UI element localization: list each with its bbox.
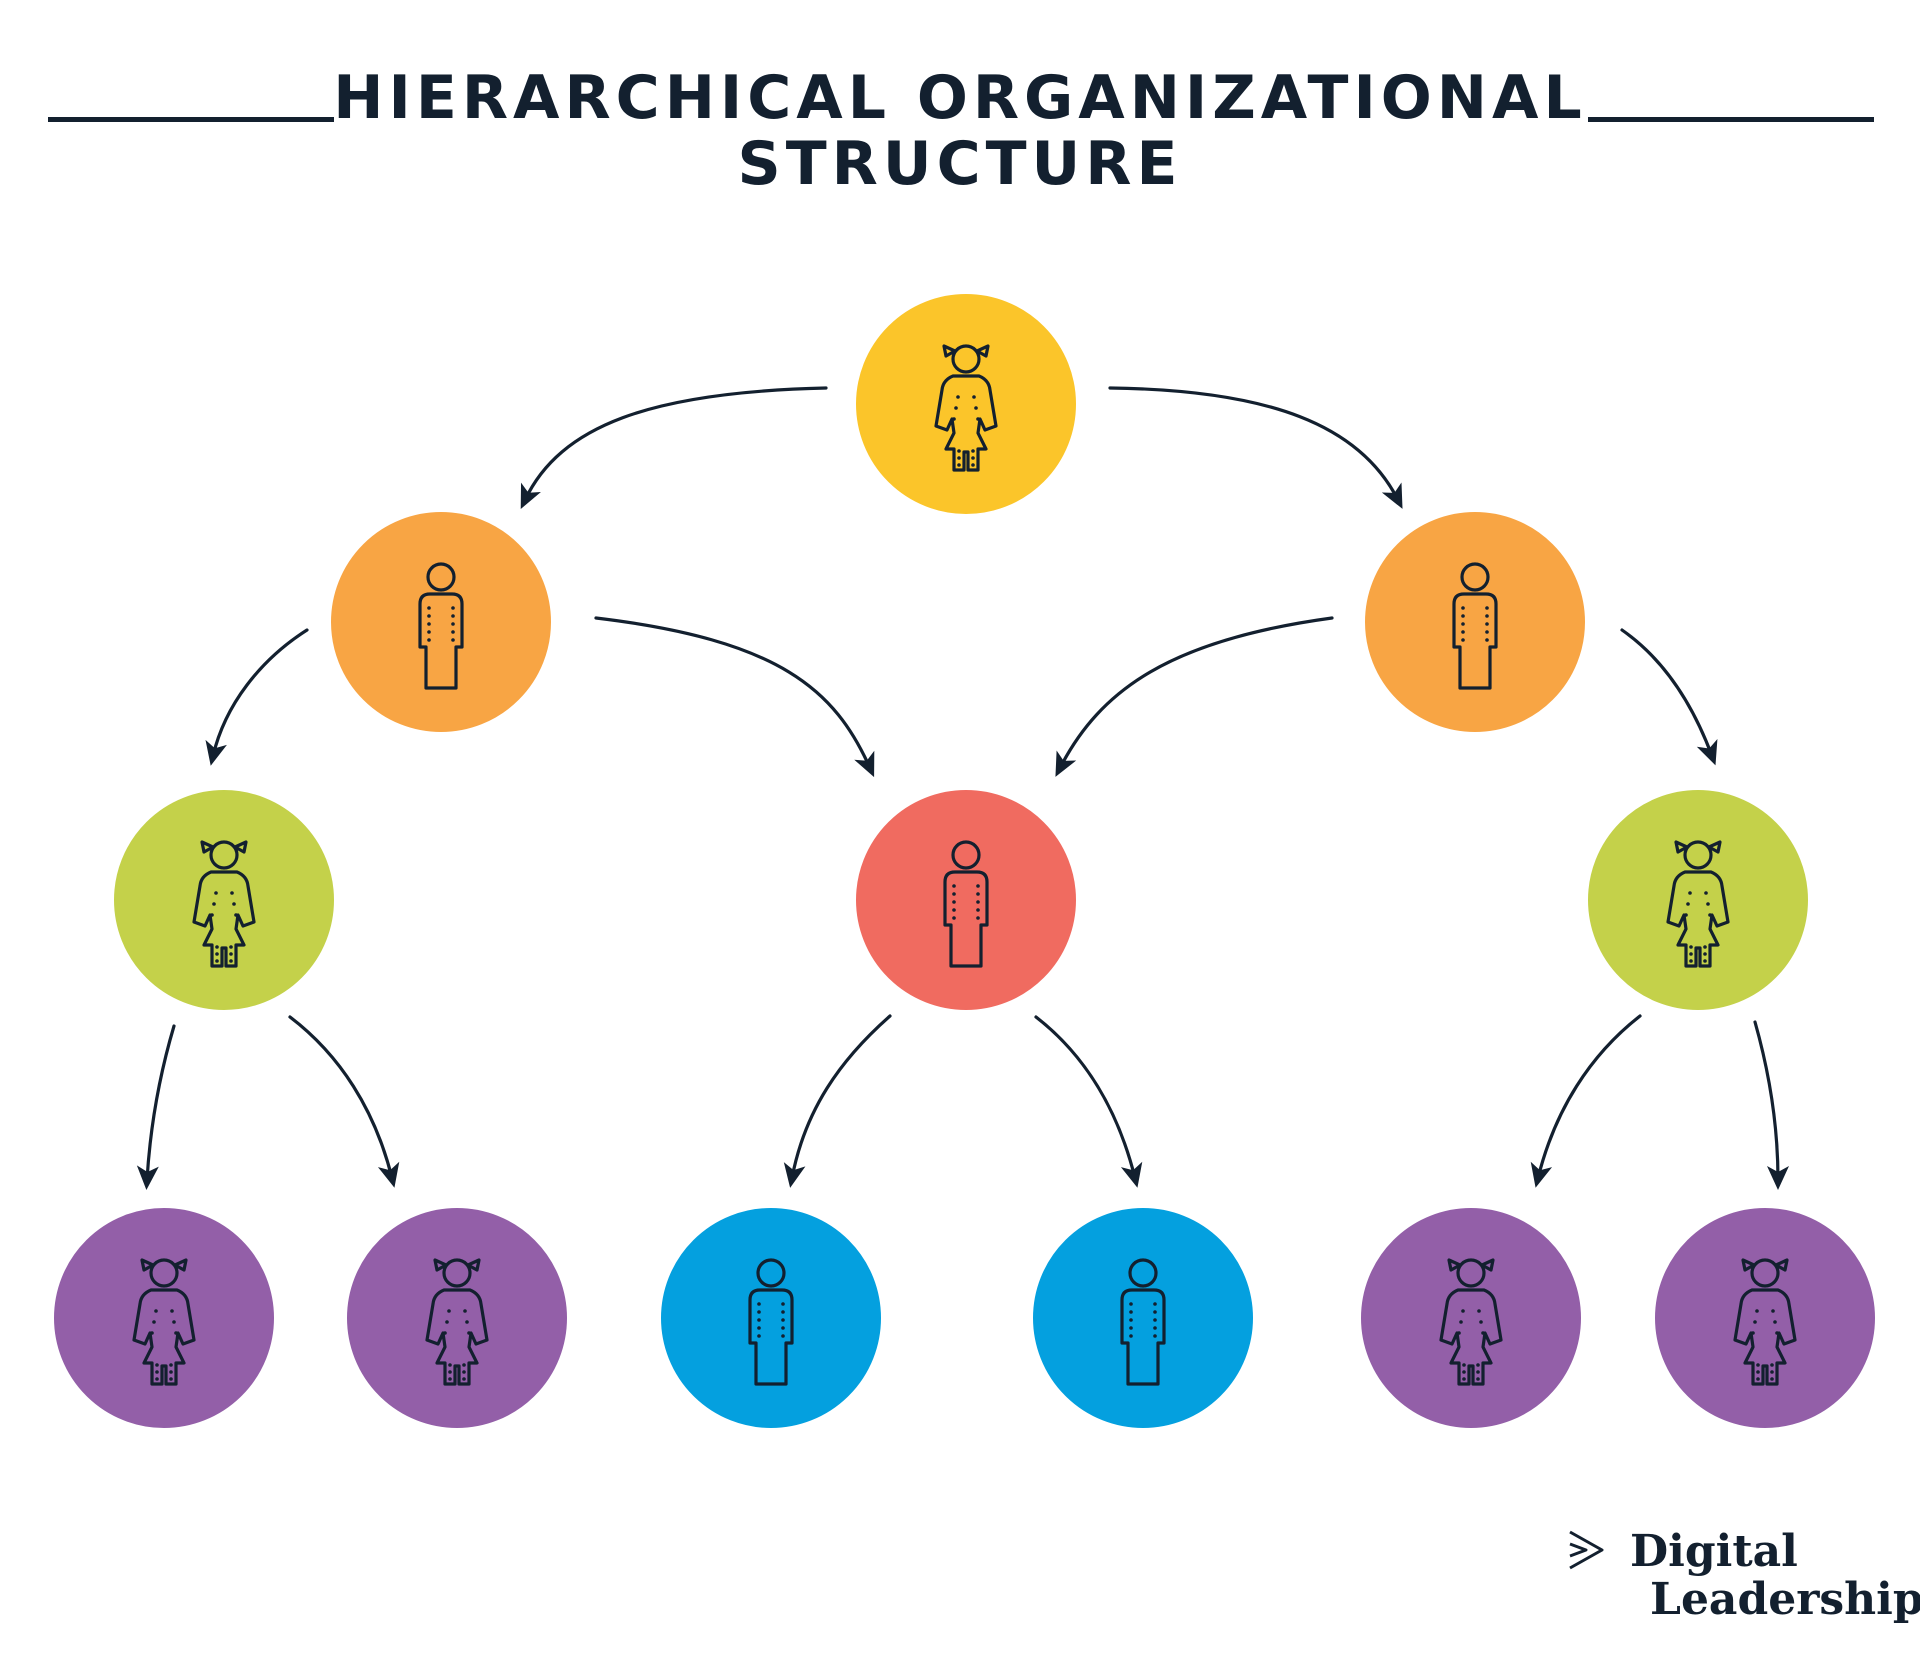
arrowhead-icon — [783, 1162, 806, 1188]
female-icon — [1666, 840, 1730, 968]
node-circle — [1586, 788, 1810, 1012]
org-node-n5 — [1586, 788, 1810, 1012]
title-line-1: HIERARCHICAL ORGANIZATIONAL — [333, 63, 1587, 133]
org-node-n3 — [112, 788, 336, 1012]
org-node-n2 — [1363, 510, 1587, 734]
brand-name-line-1: Digital — [1630, 1526, 1798, 1577]
arrowhead-icon — [136, 1165, 159, 1190]
node-circle — [112, 788, 336, 1012]
org-node-n10 — [1359, 1206, 1583, 1430]
org-node-n9 — [1031, 1206, 1255, 1430]
brand-name-line-2: Leadership — [1650, 1574, 1920, 1625]
arrowhead-icon — [1696, 739, 1718, 766]
arrowhead-icon — [1381, 482, 1403, 509]
edge-n4-n9 — [1034, 1015, 1143, 1188]
male-icon — [1120, 1258, 1166, 1386]
edge-n5-n11 — [1753, 1020, 1789, 1190]
org-node-n4 — [854, 788, 1078, 1012]
org-node-n7 — [345, 1206, 569, 1430]
female-icon — [1733, 1258, 1797, 1386]
edge-n3-n6 — [136, 1024, 176, 1190]
arrowhead-icon — [205, 739, 227, 766]
edge-line — [523, 386, 828, 502]
arrowhead-icon — [1530, 1161, 1553, 1188]
edge-line — [594, 616, 872, 770]
org-node-n1 — [329, 510, 553, 734]
arrowhead-icon — [520, 482, 541, 510]
edge-n2-n5 — [1620, 628, 1718, 766]
edge-line — [211, 628, 309, 758]
male-icon — [943, 840, 989, 968]
arrowhead-icon — [1120, 1161, 1143, 1188]
chevron-logo-icon — [1569, 1530, 1604, 1570]
edge-line — [1108, 386, 1400, 502]
node-circle — [854, 788, 1078, 1012]
edge-line — [1536, 1014, 1642, 1180]
node-circle — [659, 1206, 883, 1430]
male-icon — [418, 562, 464, 690]
node-circle — [1359, 1206, 1583, 1430]
org-node-n8 — [659, 1206, 883, 1430]
node-circle — [1031, 1206, 1255, 1430]
edge-n0-n1 — [520, 386, 828, 510]
org-node-n6 — [52, 1206, 276, 1430]
edge-n2-n4 — [1055, 616, 1334, 777]
nodes-layer — [52, 292, 1877, 1430]
edge-n4-n8 — [783, 1014, 892, 1188]
male-icon — [748, 1258, 794, 1386]
arrowhead-icon — [1767, 1166, 1789, 1190]
title-rule-right — [1588, 117, 1874, 122]
node-circle — [1363, 510, 1587, 734]
node-circle — [1653, 1206, 1877, 1430]
edge-line — [1620, 628, 1714, 758]
title-line-2: STRUCTURE — [737, 129, 1183, 199]
node-circle — [329, 510, 553, 734]
edge-n1-n4 — [594, 616, 875, 778]
edge-n5-n10 — [1530, 1014, 1642, 1188]
female-icon — [425, 1258, 489, 1386]
edges-layer — [136, 386, 1789, 1190]
node-circle — [854, 292, 1078, 516]
female-icon — [1439, 1258, 1503, 1386]
org-node-n0 — [854, 292, 1078, 516]
org-node-n11 — [1653, 1206, 1877, 1430]
female-icon — [192, 840, 256, 968]
edge-n3-n7 — [288, 1015, 400, 1188]
female-icon — [132, 1258, 196, 1386]
node-circle — [345, 1206, 569, 1430]
edge-n0-n2 — [1108, 386, 1403, 509]
node-circle — [52, 1206, 276, 1430]
edge-line — [790, 1014, 892, 1180]
edge-line — [1034, 1015, 1137, 1180]
edge-line — [1753, 1020, 1780, 1182]
edge-n1-n3 — [205, 628, 309, 766]
arrowhead-icon — [854, 750, 875, 778]
edge-line — [1058, 616, 1334, 770]
edge-line — [145, 1024, 176, 1182]
title-rule-left — [48, 117, 334, 122]
arrowhead-icon — [377, 1161, 400, 1188]
arrowhead-icon — [1055, 750, 1077, 777]
edge-line — [288, 1015, 394, 1180]
male-icon — [1452, 562, 1498, 690]
female-icon — [934, 344, 998, 472]
